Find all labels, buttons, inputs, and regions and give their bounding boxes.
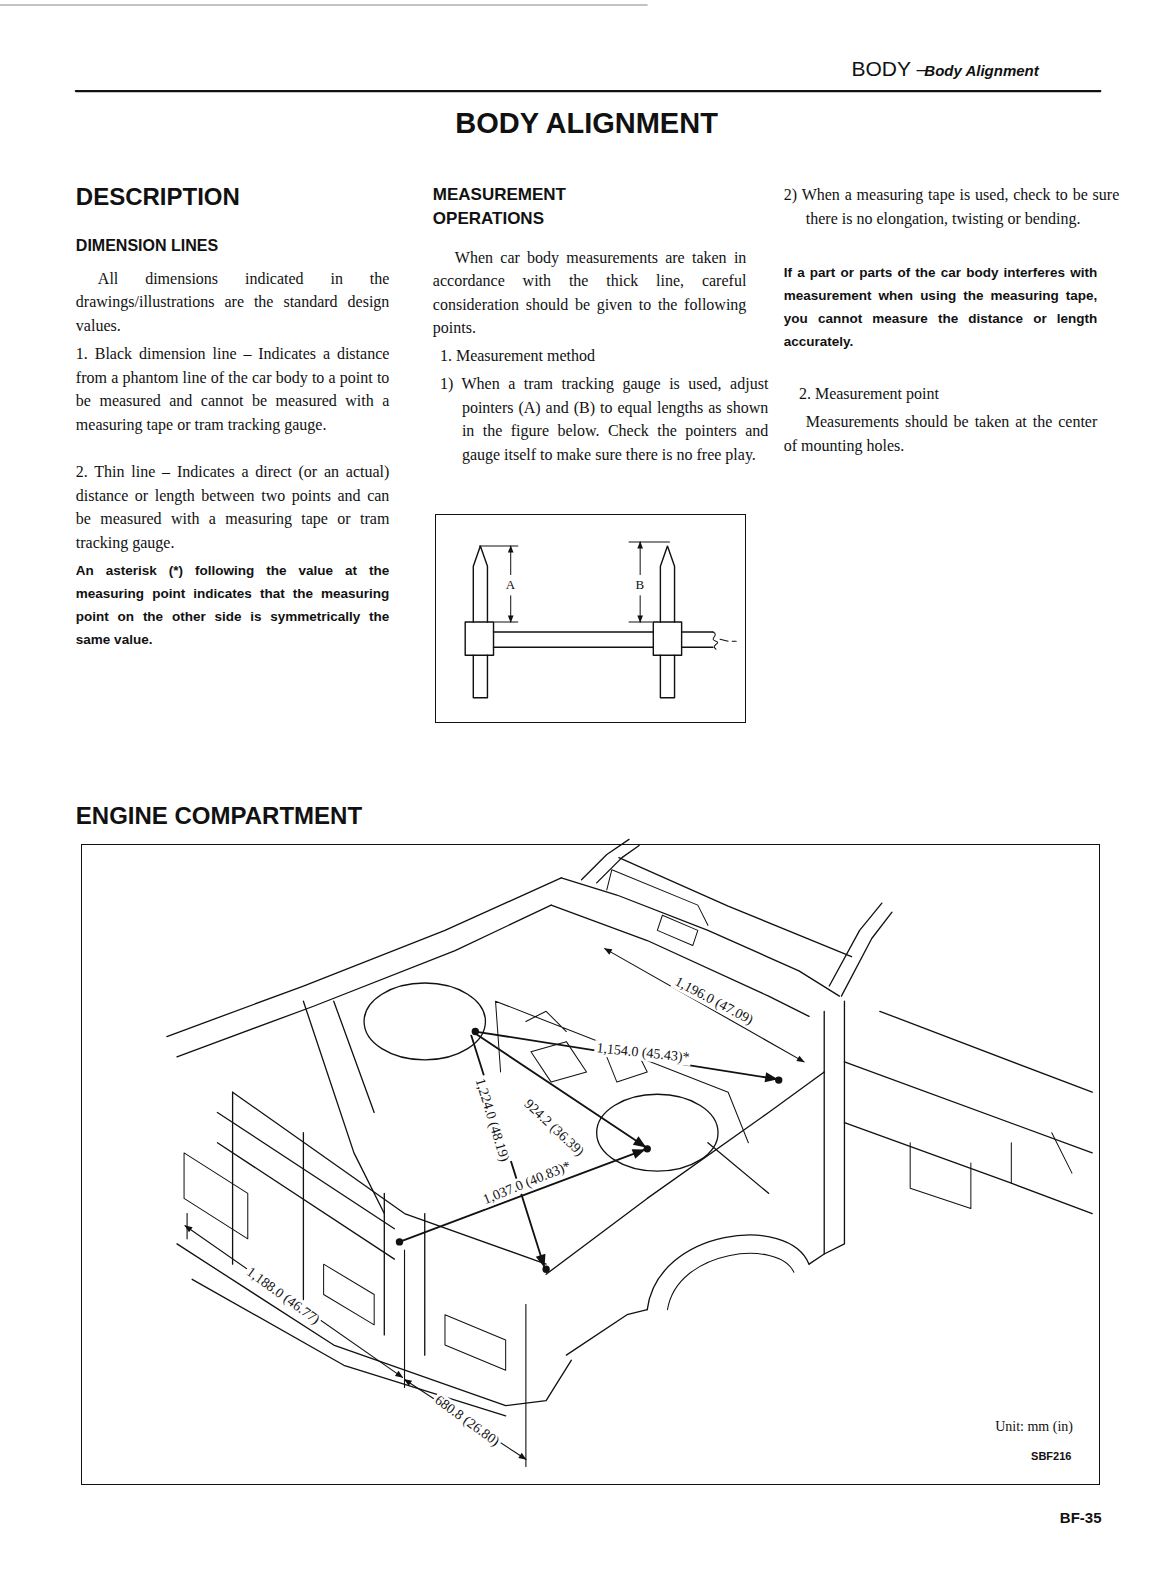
- figure-code: SBF216: [1031, 1450, 1071, 1462]
- dimension-value: 1,154.0 (45.43)*: [593, 1040, 691, 1066]
- subsection-heading: DIMENSION LINES: [76, 237, 218, 255]
- car-body-drawing: [167, 839, 1092, 1415]
- page-number: BF-35: [1060, 1509, 1102, 1526]
- running-header: BODY –: [852, 57, 929, 81]
- dimension-value: 1,196.0 (47.09): [671, 972, 758, 1029]
- dimension-lines: [185, 949, 804, 1467]
- note: An asterisk (*) following the value at t…: [76, 559, 390, 651]
- step-heading: 2. Measurement point: [799, 382, 1097, 406]
- step-heading: 1. Measurement method: [440, 344, 743, 368]
- paragraph: 2) When a measuring tape is used, check …: [784, 183, 1120, 230]
- tram-gauge-figure: [465, 542, 736, 698]
- dimension-value: 680.8 (26.80): [430, 1391, 504, 1451]
- figure-frame: 1,196.0 (47.09) 1,154.0 (45.43)* 924.2 (36…: [81, 844, 1100, 1484]
- dimension-value: 924.2 (36.39): [519, 1095, 588, 1161]
- running-header: Body Alignment: [924, 62, 1038, 79]
- paragraph: When car body measurements are taken in …: [433, 246, 747, 340]
- unit-note: Unit: mm (in): [995, 1419, 1073, 1435]
- page-title: BODY ALIGNMENT: [455, 107, 718, 140]
- figure-frame: AB: [435, 514, 746, 723]
- pointer-letter: A: [504, 577, 517, 593]
- section-heading: DESCRIPTION: [76, 183, 240, 211]
- section-heading: ENGINE COMPARTMENT: [76, 802, 362, 830]
- section-heading: MEASUREMENT OPERATIONS: [433, 183, 645, 231]
- dimension-value: 1,224.0 (48.19): [471, 1074, 513, 1165]
- paragraph: 2. Thin line – Indicates a direct (or an…: [76, 460, 390, 554]
- paragraph: All dimensions indicated in the drawings…: [76, 267, 390, 338]
- top-rule: [0, 5, 647, 6]
- pointer-letter: B: [634, 577, 647, 593]
- paragraph: 1. Black dimension line – Indicates a di…: [76, 342, 390, 436]
- dimension-value: 1,188.0 (46.77): [241, 1263, 323, 1329]
- dimension-value: 1,037.0 (40.83)*: [479, 1157, 575, 1208]
- header-rule: [76, 90, 1100, 92]
- note: If a part or parts of the car body inter…: [784, 261, 1098, 353]
- paragraph: Measurements should be taken at the cent…: [784, 410, 1098, 457]
- paragraph: 1) When a tram tracking gauge is used, a…: [440, 372, 768, 466]
